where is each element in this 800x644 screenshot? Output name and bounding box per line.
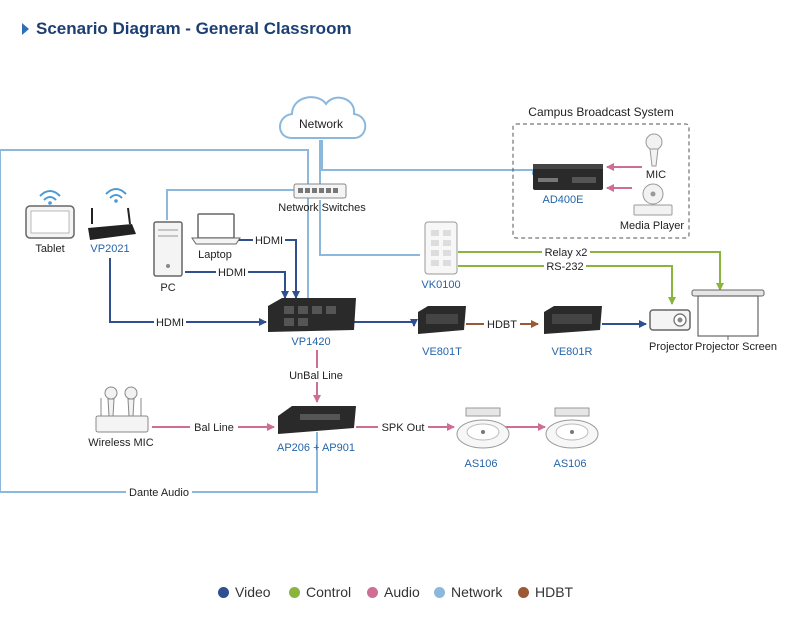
hdbt-label: HDBT — [487, 319, 517, 331]
unbal-label: UnBal Line — [289, 370, 343, 382]
hdmi-pc-label: HDMI — [218, 267, 246, 279]
legend-label: Audio — [384, 584, 420, 600]
legend-item-hdbt: HDBT — [518, 584, 573, 600]
title-text: Scenario Diagram - General Classroom — [36, 19, 352, 38]
vp1420-ve801t-link — [354, 319, 418, 327]
link-labels: HDMI HDMI HDMI HDBT Relay x2 RS-232 UnBa… — [126, 233, 590, 499]
vp1420-label: VP1420 — [291, 336, 330, 348]
rs232-link — [458, 265, 676, 305]
mic-icon — [645, 133, 663, 167]
speaker-icon — [545, 407, 599, 449]
projector-screen-label: Projector Screen — [695, 341, 777, 353]
legend-label: Video — [235, 584, 271, 600]
legend-label: HDBT — [535, 584, 574, 600]
hdmi-vp2021-link — [109, 258, 267, 326]
network-link-ad400e — [321, 140, 534, 175]
legend-item-audio: Audio — [367, 584, 420, 600]
speaker-icon — [456, 407, 510, 449]
ve801t-label: VE801T — [422, 346, 462, 358]
ve801r-label: VE801R — [552, 346, 593, 358]
network-label: Network — [299, 117, 344, 131]
vk0100-label: VK0100 — [421, 279, 460, 291]
ap206-label: AP206 + AP901 — [277, 442, 355, 454]
vp1420-device — [268, 298, 356, 332]
legend: Video Control Audio Network HDBT — [0, 584, 800, 606]
legend-dot-icon — [518, 586, 529, 598]
campus-broadcast-label: Campus Broadcast System — [528, 105, 673, 119]
relay-label: Relay x2 — [545, 247, 588, 259]
hdmi-vp2021-label: HDMI — [156, 317, 184, 329]
legend-label: Control — [306, 584, 352, 600]
ap206-device — [278, 406, 356, 434]
network-switches-label: Network Switches — [278, 202, 366, 214]
legend-item-video: Video — [218, 584, 271, 600]
legend-dot-icon — [218, 586, 229, 598]
laptop-icon — [191, 213, 241, 245]
projector-icon — [649, 309, 691, 331]
cloud-icon — [279, 96, 367, 139]
legend-label: Network — [451, 584, 503, 600]
campus-broadcast-box — [512, 123, 690, 239]
audio-links — [152, 163, 642, 431]
projector-screen-icon — [691, 289, 765, 340]
network-link-vk0100 — [319, 200, 420, 256]
control-links — [458, 251, 724, 305]
wifi-icon — [39, 190, 61, 205]
ve801r-device — [544, 306, 602, 334]
ad400e-device — [533, 164, 603, 190]
legend-item-network: Network — [434, 584, 502, 600]
legend-dot-icon — [367, 586, 378, 598]
bal-label: Bal Line — [194, 422, 234, 434]
vk0100-device — [424, 221, 458, 275]
spk-label: SPK Out — [382, 422, 425, 434]
laptop-label: Laptop — [198, 249, 232, 261]
wireless-mic-label: Wireless MIC — [88, 437, 153, 449]
media-player-label: Media Player — [620, 220, 685, 232]
wifi-icon — [105, 188, 127, 203]
ad400e-label: AD400E — [543, 194, 584, 206]
as106-a-label: AS106 — [464, 458, 497, 470]
wireless-mic-icon — [95, 386, 149, 433]
vp2021-label: VP2021 — [90, 243, 129, 255]
media-player-icon — [633, 183, 673, 216]
pc-icon — [153, 221, 183, 277]
tablet-label: Tablet — [35, 243, 64, 255]
as106-b-label: AS106 — [553, 458, 586, 470]
vp2021-device — [88, 207, 136, 240]
dante-label: Dante Audio — [129, 487, 189, 499]
legend-dot-icon — [434, 586, 445, 598]
network-link-pc — [166, 189, 294, 220]
legend-item-control: Control — [289, 584, 351, 600]
network-switch-icon — [293, 183, 347, 199]
rs232-label: RS-232 — [546, 261, 583, 273]
hdmi-laptop-label: HDMI — [255, 235, 283, 247]
mic-label: MIC — [646, 169, 666, 181]
pc-label: PC — [160, 282, 175, 294]
title-arrow-icon — [22, 23, 29, 35]
network-link-vp1420 — [0, 149, 309, 300]
legend-dot-icon — [289, 586, 300, 598]
tablet-icon — [25, 205, 75, 239]
projector-label: Projector — [649, 341, 693, 353]
ve801t-device — [418, 306, 466, 334]
